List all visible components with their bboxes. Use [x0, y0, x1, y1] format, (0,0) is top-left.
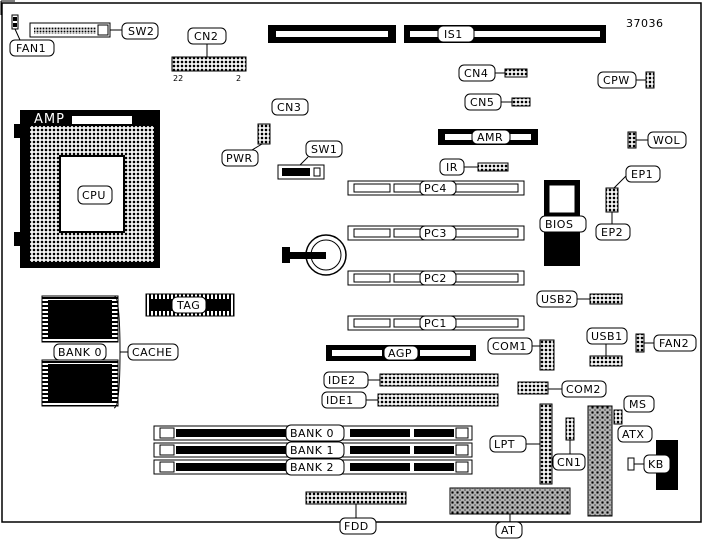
com1-connector: COM1: [487, 337, 555, 371]
cn1-label: CN1: [557, 456, 581, 469]
dimm-bank0-label: BANK 0: [290, 427, 334, 440]
cache-chips: BANK 0 CACHE: [41, 295, 179, 409]
ep2-label: EP2: [601, 226, 623, 239]
cn2-pin-22: 22: [173, 74, 183, 83]
fan2-connector: FAN2: [635, 333, 697, 353]
ide1-connector: IDE1: [321, 391, 499, 409]
amr-slot: AMR: [438, 129, 538, 145]
kb-connector: KB: [627, 440, 678, 490]
ide2-label: IDE2: [328, 374, 356, 387]
ide2-connector: IDE2: [323, 371, 499, 389]
pc1-label: PC1: [424, 317, 447, 330]
cpw-label: CPW: [603, 74, 630, 87]
sw1-label: SW1: [311, 143, 337, 156]
fdd-connector: FDD: [305, 491, 407, 535]
pc2-label: PC2: [424, 272, 447, 285]
fan2-label: FAN2: [659, 337, 689, 350]
cpw-connector: CPW: [597, 71, 655, 89]
agp-slot: AGP: [326, 345, 476, 361]
cpu-label: CPU: [82, 189, 106, 202]
cn4-connector: CN4: [458, 64, 528, 82]
usb1-label: USB1: [591, 330, 623, 343]
pci-slot-3: PC3: [347, 225, 525, 241]
com1-label: COM1: [492, 340, 527, 353]
lpt-connector: LPT: [489, 403, 553, 485]
fan1-label: FAN1: [16, 42, 46, 55]
fdd-label: FDD: [344, 520, 369, 533]
bios-chip: BIOS: [539, 180, 587, 266]
dimm-bank-2: BANK 2: [153, 458, 473, 476]
kb-label: KB: [648, 458, 664, 471]
pci-slot-1: PC1: [347, 315, 525, 331]
dimm-bank2-label: BANK 2: [290, 461, 334, 474]
agp-label: AGP: [388, 347, 412, 360]
com2-connector: COM2: [517, 380, 607, 398]
amr-label: AMR: [477, 131, 503, 144]
atx-power-connector: ATX: [587, 405, 653, 517]
dimm-bank-1: BANK 1: [153, 441, 473, 459]
battery: [282, 234, 347, 276]
cache-bank0-label: BANK 0: [58, 346, 102, 359]
pci-slot-2: PC2: [347, 270, 525, 286]
ep1-label: EP1: [631, 168, 653, 181]
cn5-label: CN5: [470, 96, 494, 109]
pci-slot-4: PC4: [347, 180, 525, 196]
at-label: AT: [501, 524, 515, 537]
ep-jumpers: EP1 EP2: [595, 165, 661, 241]
ide1-label: IDE1: [326, 394, 354, 407]
is1-label: IS1: [444, 28, 463, 41]
cn3-connector: CN3 PWR: [221, 98, 309, 167]
cn2-header: CN2 22 2: [171, 27, 247, 83]
ms-connector: MS: [613, 395, 655, 425]
wol-connector: WOL: [627, 131, 687, 149]
cn2-label: CN2: [194, 30, 218, 43]
usb2-label: USB2: [541, 293, 573, 306]
cn1-connector: CN1: [552, 417, 586, 471]
ir-label: IR: [446, 161, 458, 174]
sw2-label: SW2: [128, 25, 154, 38]
pc3-label: PC3: [424, 227, 447, 240]
usb2-connector: USB2: [536, 290, 623, 308]
cn5-connector: CN5: [464, 93, 531, 111]
sw2-switch: SW2: [29, 22, 159, 40]
isa-slots: IS1: [268, 25, 606, 43]
com2-label: COM2: [566, 383, 601, 396]
fan1-connector: FAN1: [9, 14, 55, 57]
cn3-label: CN3: [277, 101, 301, 114]
cpu-socket: AMP CPU: [14, 110, 160, 268]
figure-number: 37036: [626, 17, 664, 30]
cn2-pin-2: 2: [236, 74, 241, 83]
pc4-label: PC4: [424, 182, 447, 195]
atx-label: ATX: [622, 428, 644, 441]
tag-chip: TAG: [145, 293, 235, 317]
sw1-switch: SW1: [277, 140, 343, 180]
at-power-connector: AT: [449, 487, 571, 539]
wol-label: WOL: [653, 134, 681, 147]
usb1-connector: USB1: [586, 327, 628, 367]
pwr-label: PWR: [226, 152, 253, 165]
cpu-brand-label: AMP: [34, 112, 65, 127]
dimm-bank-0: BANK 0: [153, 424, 473, 442]
ir-connector: IR: [439, 158, 509, 176]
ms-label: MS: [629, 398, 646, 411]
bios-label: BIOS: [545, 218, 573, 231]
dimm-bank1-label: BANK 1: [290, 444, 334, 457]
tag-label: TAG: [176, 299, 200, 312]
cn4-label: CN4: [464, 67, 488, 80]
cache-label: CACHE: [132, 346, 172, 359]
lpt-label: LPT: [494, 438, 515, 451]
